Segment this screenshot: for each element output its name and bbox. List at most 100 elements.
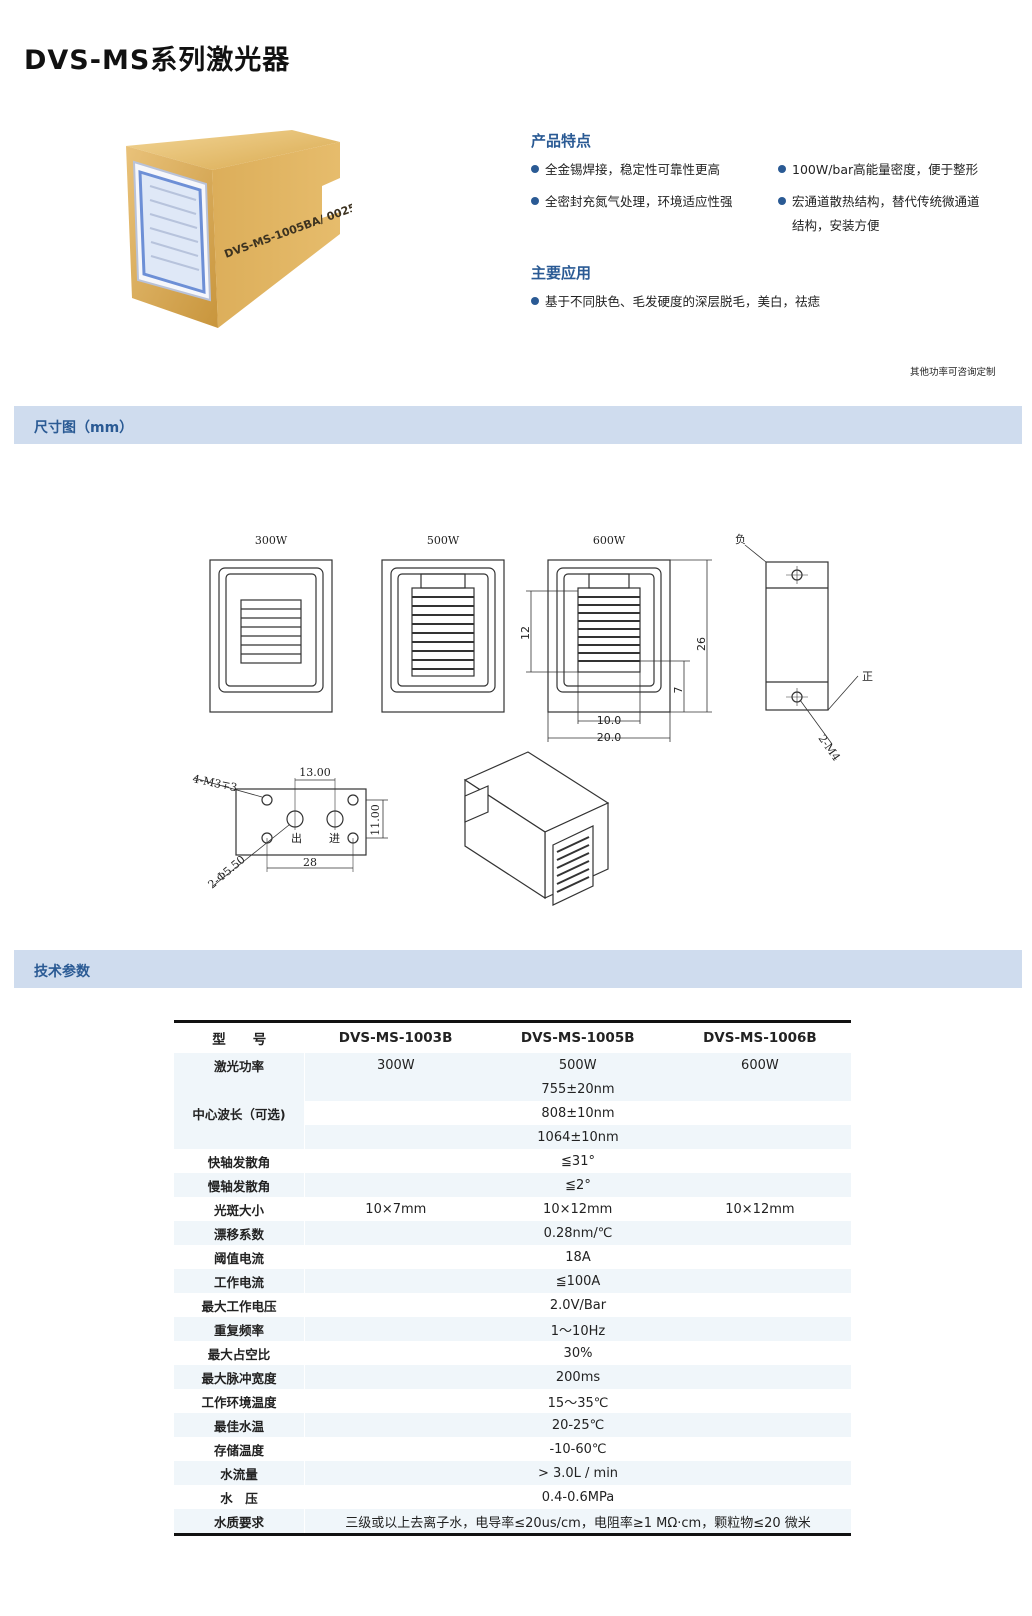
table-cell: 300W <box>304 1053 487 1077</box>
bullet-icon <box>531 297 539 305</box>
tech-section-header: 技术参数 <box>14 950 1022 988</box>
applications-heading: 主要应用 <box>531 264 592 282</box>
dim-12: 12 <box>519 626 532 640</box>
table-row: 水质要求三级或以上去离子水，电导率≤20us/cm，电阻率≥1 MΩ·cm，颗粒… <box>174 1509 851 1535</box>
table-row: 慢轴发散角 ≦2° <box>174 1173 851 1197</box>
dim-13: 13.00 <box>299 766 331 779</box>
dimension-section-header: 尺寸图（mm） <box>14 406 1022 444</box>
application-item: 基于不同肤色、毛发硬度的深层脱毛，美白，祛痣 <box>531 290 820 314</box>
row-label: 水流量 <box>174 1461 305 1485</box>
table-cell: 808±10nm <box>304 1101 851 1125</box>
dim-11: 11.00 <box>369 804 382 836</box>
row-label: 最大工作电压 <box>174 1293 305 1317</box>
label-500w: 500W <box>427 534 460 547</box>
label-negative: 负 <box>735 532 746 546</box>
row-label: 光斑大小 <box>174 1197 305 1221</box>
header-col: DVS-MS-1005B <box>486 1021 669 1053</box>
feature-item: 全密封充氮气处理，环境适应性强 <box>531 190 733 214</box>
dim-26: 26 <box>695 637 708 651</box>
table-cell: 10×12mm <box>486 1197 669 1221</box>
label-out: 出 <box>291 831 302 845</box>
table-cell: 10×12mm <box>668 1197 851 1221</box>
table-cell: 10×7mm <box>304 1197 487 1221</box>
table-header-row: 型 号 DVS-MS-1003B DVS-MS-1005B DVS-MS-100… <box>174 1021 851 1053</box>
row-label: 水质要求 <box>174 1509 305 1535</box>
bullet-icon <box>531 165 539 173</box>
table-cell: > 3.0L / min <box>304 1461 851 1485</box>
table-cell: 三级或以上去离子水，电导率≤20us/cm，电阻率≥1 MΩ·cm，颗粒物≤20… <box>304 1509 851 1535</box>
row-label: 重复频率 <box>174 1317 305 1341</box>
table-cell: ≦2° <box>304 1173 851 1197</box>
row-label: 最大脉冲宽度 <box>174 1365 305 1389</box>
header-col: DVS-MS-1006B <box>668 1021 851 1053</box>
table-row: 快轴发散角 ≦31° <box>174 1149 851 1173</box>
table-cell: ≦31° <box>304 1149 851 1173</box>
dim-20: 20.0 <box>597 731 622 744</box>
product-image: DVS-MS-1005BA/ 0025 <box>126 130 352 328</box>
row-label: 工作环境温度 <box>174 1389 305 1413</box>
table-cell: 2.0V/Bar <box>304 1293 851 1317</box>
table-cell: 20-25℃ <box>304 1413 851 1437</box>
table-row: 中心波长（可选) 755±20nm <box>174 1077 851 1149</box>
label-positive: 正 <box>862 670 873 683</box>
label-m3: 4-M3∓3 <box>191 772 238 794</box>
table-row: 光斑大小 10×7mm 10×12mm 10×12mm <box>174 1197 851 1221</box>
table-cell: 0.4-0.6MPa <box>304 1485 851 1509</box>
bullet-icon <box>778 197 786 205</box>
table-row: 激光功率 300W 500W 600W <box>174 1053 851 1077</box>
table-cell: 500W <box>486 1053 669 1077</box>
row-label: 快轴发散角 <box>174 1149 305 1173</box>
feature-item: 宏通道散热结构，替代传统微通道结构，安装方便 <box>778 190 980 238</box>
table-row: 工作电流≦100A <box>174 1269 851 1293</box>
row-label: 水 压 <box>174 1485 305 1509</box>
table-cell: 600W <box>668 1053 851 1077</box>
row-label: 漂移系数 <box>174 1221 305 1245</box>
table-row: 水流量> 3.0L / min <box>174 1461 851 1485</box>
feature-item: 全金锡焊接，稳定性可靠性更高 <box>531 158 720 182</box>
row-label: 最佳水温 <box>174 1413 305 1437</box>
dim-28: 28 <box>303 856 317 869</box>
row-label: 慢轴发散角 <box>174 1173 305 1197</box>
table-cell: ≦100A <box>304 1269 851 1293</box>
bullet-icon <box>531 197 539 205</box>
table-cell: -10-60℃ <box>304 1437 851 1461</box>
table-row: 1064±10nm <box>174 1125 851 1149</box>
custom-power-note: 其他功率可咨询定制 <box>910 367 996 378</box>
page-title: DVS-MS系列激光器 <box>24 45 291 76</box>
header-model: 型 号 <box>174 1021 305 1053</box>
row-label: 存储温度 <box>174 1437 305 1461</box>
label-300w: 300W <box>255 534 288 547</box>
spec-table: 型 号 DVS-MS-1003B DVS-MS-1005B DVS-MS-100… <box>174 1020 851 1536</box>
row-label: 工作电流 <box>174 1269 305 1293</box>
table-cell: 755±20nm <box>304 1077 851 1101</box>
bullet-icon <box>778 165 786 173</box>
row-label: 中心波长（可选) <box>174 1077 305 1149</box>
feature-item: 100W/bar高能量密度，便于整形 <box>778 158 978 182</box>
row-label: 最大占空比 <box>174 1341 305 1365</box>
dim-10: 10.0 <box>597 714 622 727</box>
table-cell: 200ms <box>304 1365 851 1389</box>
table-cell: 1～10Hz <box>304 1317 851 1341</box>
label-phi: 2-Φ5.50 <box>206 853 248 891</box>
label-600w: 600W <box>593 534 626 547</box>
table-cell: 30% <box>304 1341 851 1365</box>
table-row: 808±10nm <box>174 1101 851 1125</box>
dim-7: 7 <box>672 687 685 694</box>
row-label: 阈值电流 <box>174 1245 305 1269</box>
dimension-drawing: 300W 500W 600W 12 26 7 10.0 20.0 负 正 2-M… <box>191 532 873 906</box>
table-row: 存储温度-10-60℃ <box>174 1437 851 1461</box>
table-cell: 0.28nm/℃ <box>304 1221 851 1245</box>
table-cell: 18A <box>304 1245 851 1269</box>
features-heading: 产品特点 <box>531 132 592 150</box>
row-label: 激光功率 <box>174 1053 305 1077</box>
label-in: 进 <box>329 832 340 845</box>
